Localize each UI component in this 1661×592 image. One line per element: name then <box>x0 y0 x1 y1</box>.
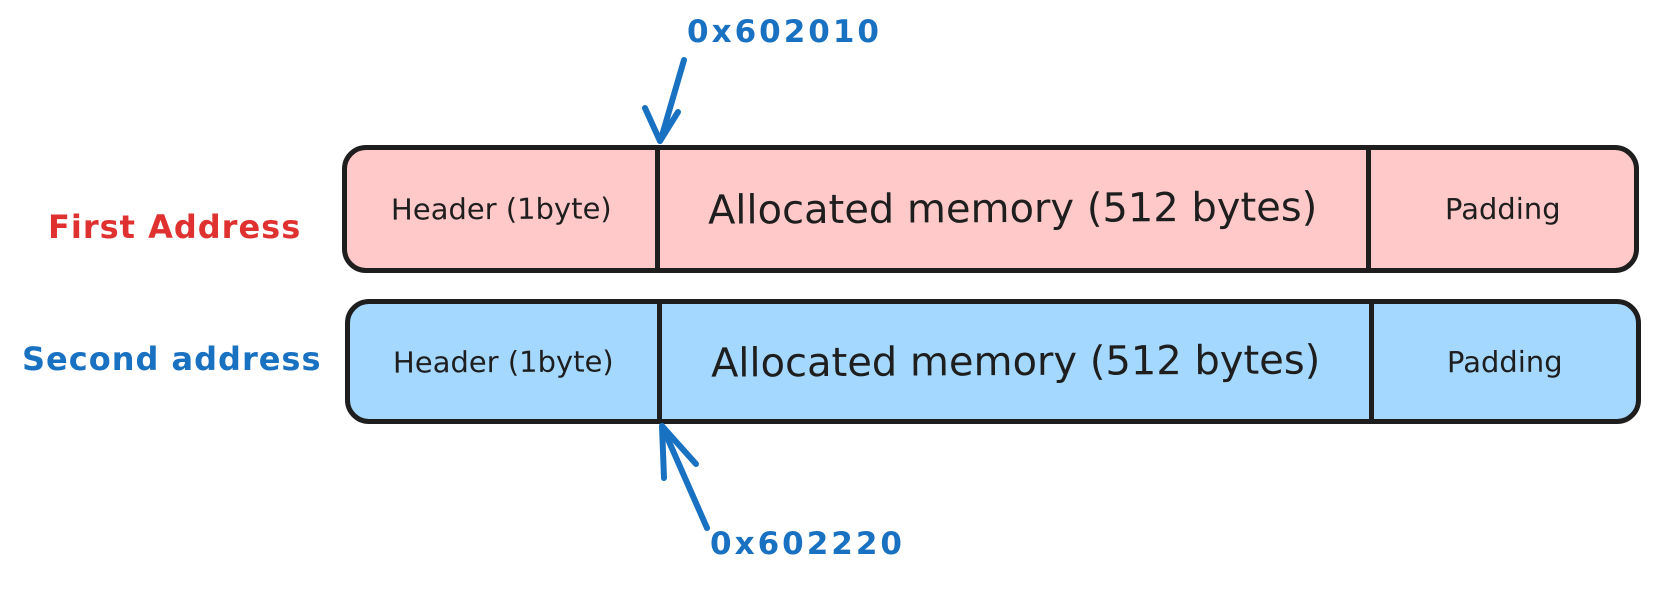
first-padding-label: Padding <box>1444 191 1561 227</box>
second-allocated-label: Allocated memory (512 bytes) <box>710 336 1321 387</box>
second-memory-block: Header (1byte) Allocated memory (512 byt… <box>345 299 1641 424</box>
first-allocated-segment: Allocated memory (512 bytes) <box>660 150 1372 268</box>
first-header-segment: Header (1byte) <box>347 150 660 268</box>
first-allocated-label: Allocated memory (512 bytes) <box>708 184 1318 234</box>
second-address-annotation: 0x602220 <box>710 526 905 562</box>
second-address-row-label: Second address <box>22 340 322 378</box>
second-header-label: Header (1byte) <box>393 343 615 380</box>
first-address-annotation: 0x602010 <box>687 14 882 50</box>
first-memory-block: Header (1byte) Allocated memory (512 byt… <box>342 145 1639 273</box>
second-padding-label: Padding <box>1446 344 1563 379</box>
first-padding-segment: Padding <box>1371 150 1634 268</box>
first-header-label: Header (1byte) <box>390 191 612 227</box>
arrow-down-icon <box>642 57 687 144</box>
second-header-segment: Header (1byte) <box>350 304 663 419</box>
first-address-row-label: First Address <box>48 208 302 246</box>
second-padding-segment: Padding <box>1374 304 1636 419</box>
arrow-up-icon <box>659 423 710 531</box>
second-allocated-segment: Allocated memory (512 bytes) <box>662 304 1374 419</box>
